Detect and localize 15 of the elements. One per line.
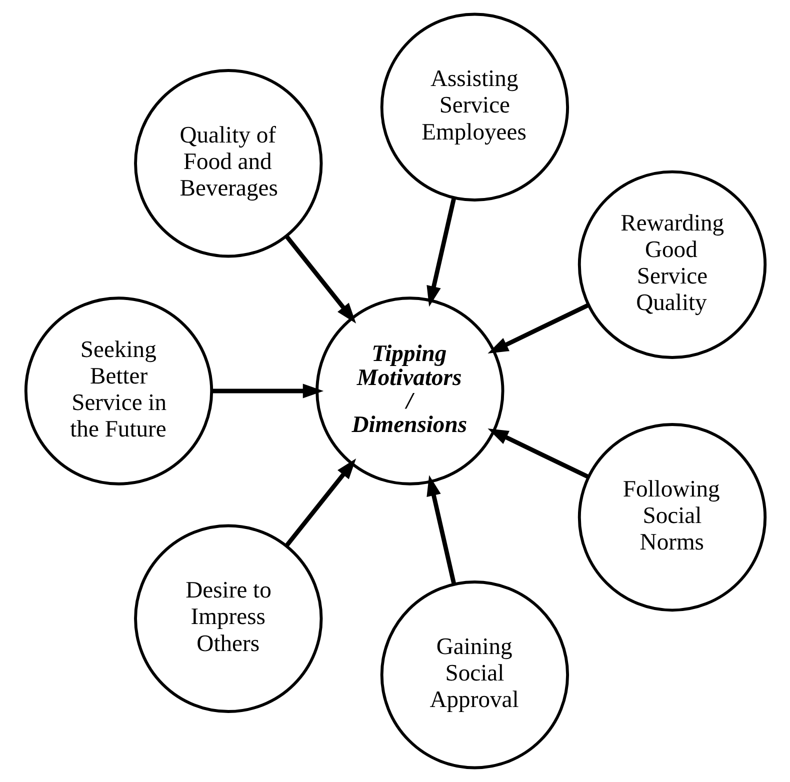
arrow [487, 428, 589, 479]
arrow [284, 234, 356, 324]
node-circle: Assisting Service Employees [380, 12, 569, 202]
arrow [211, 384, 324, 398]
node-circle: Following Social Norms [577, 422, 766, 612]
node-circle: Quality of Food and Beverages [134, 69, 322, 258]
arrow [426, 197, 456, 307]
node-circle: Gaining Social Approval [380, 580, 569, 770]
arrow [487, 303, 589, 354]
node-circle: Tipping Motivators / Dimensions [315, 296, 504, 486]
node-circle: Rewarding Good Service Quality [577, 170, 766, 360]
node-circle: Seeking Better Service in the Future [24, 296, 213, 486]
arrow [284, 458, 356, 548]
node-circle: Desire to Impress Others [134, 524, 322, 713]
arrow [426, 475, 456, 585]
